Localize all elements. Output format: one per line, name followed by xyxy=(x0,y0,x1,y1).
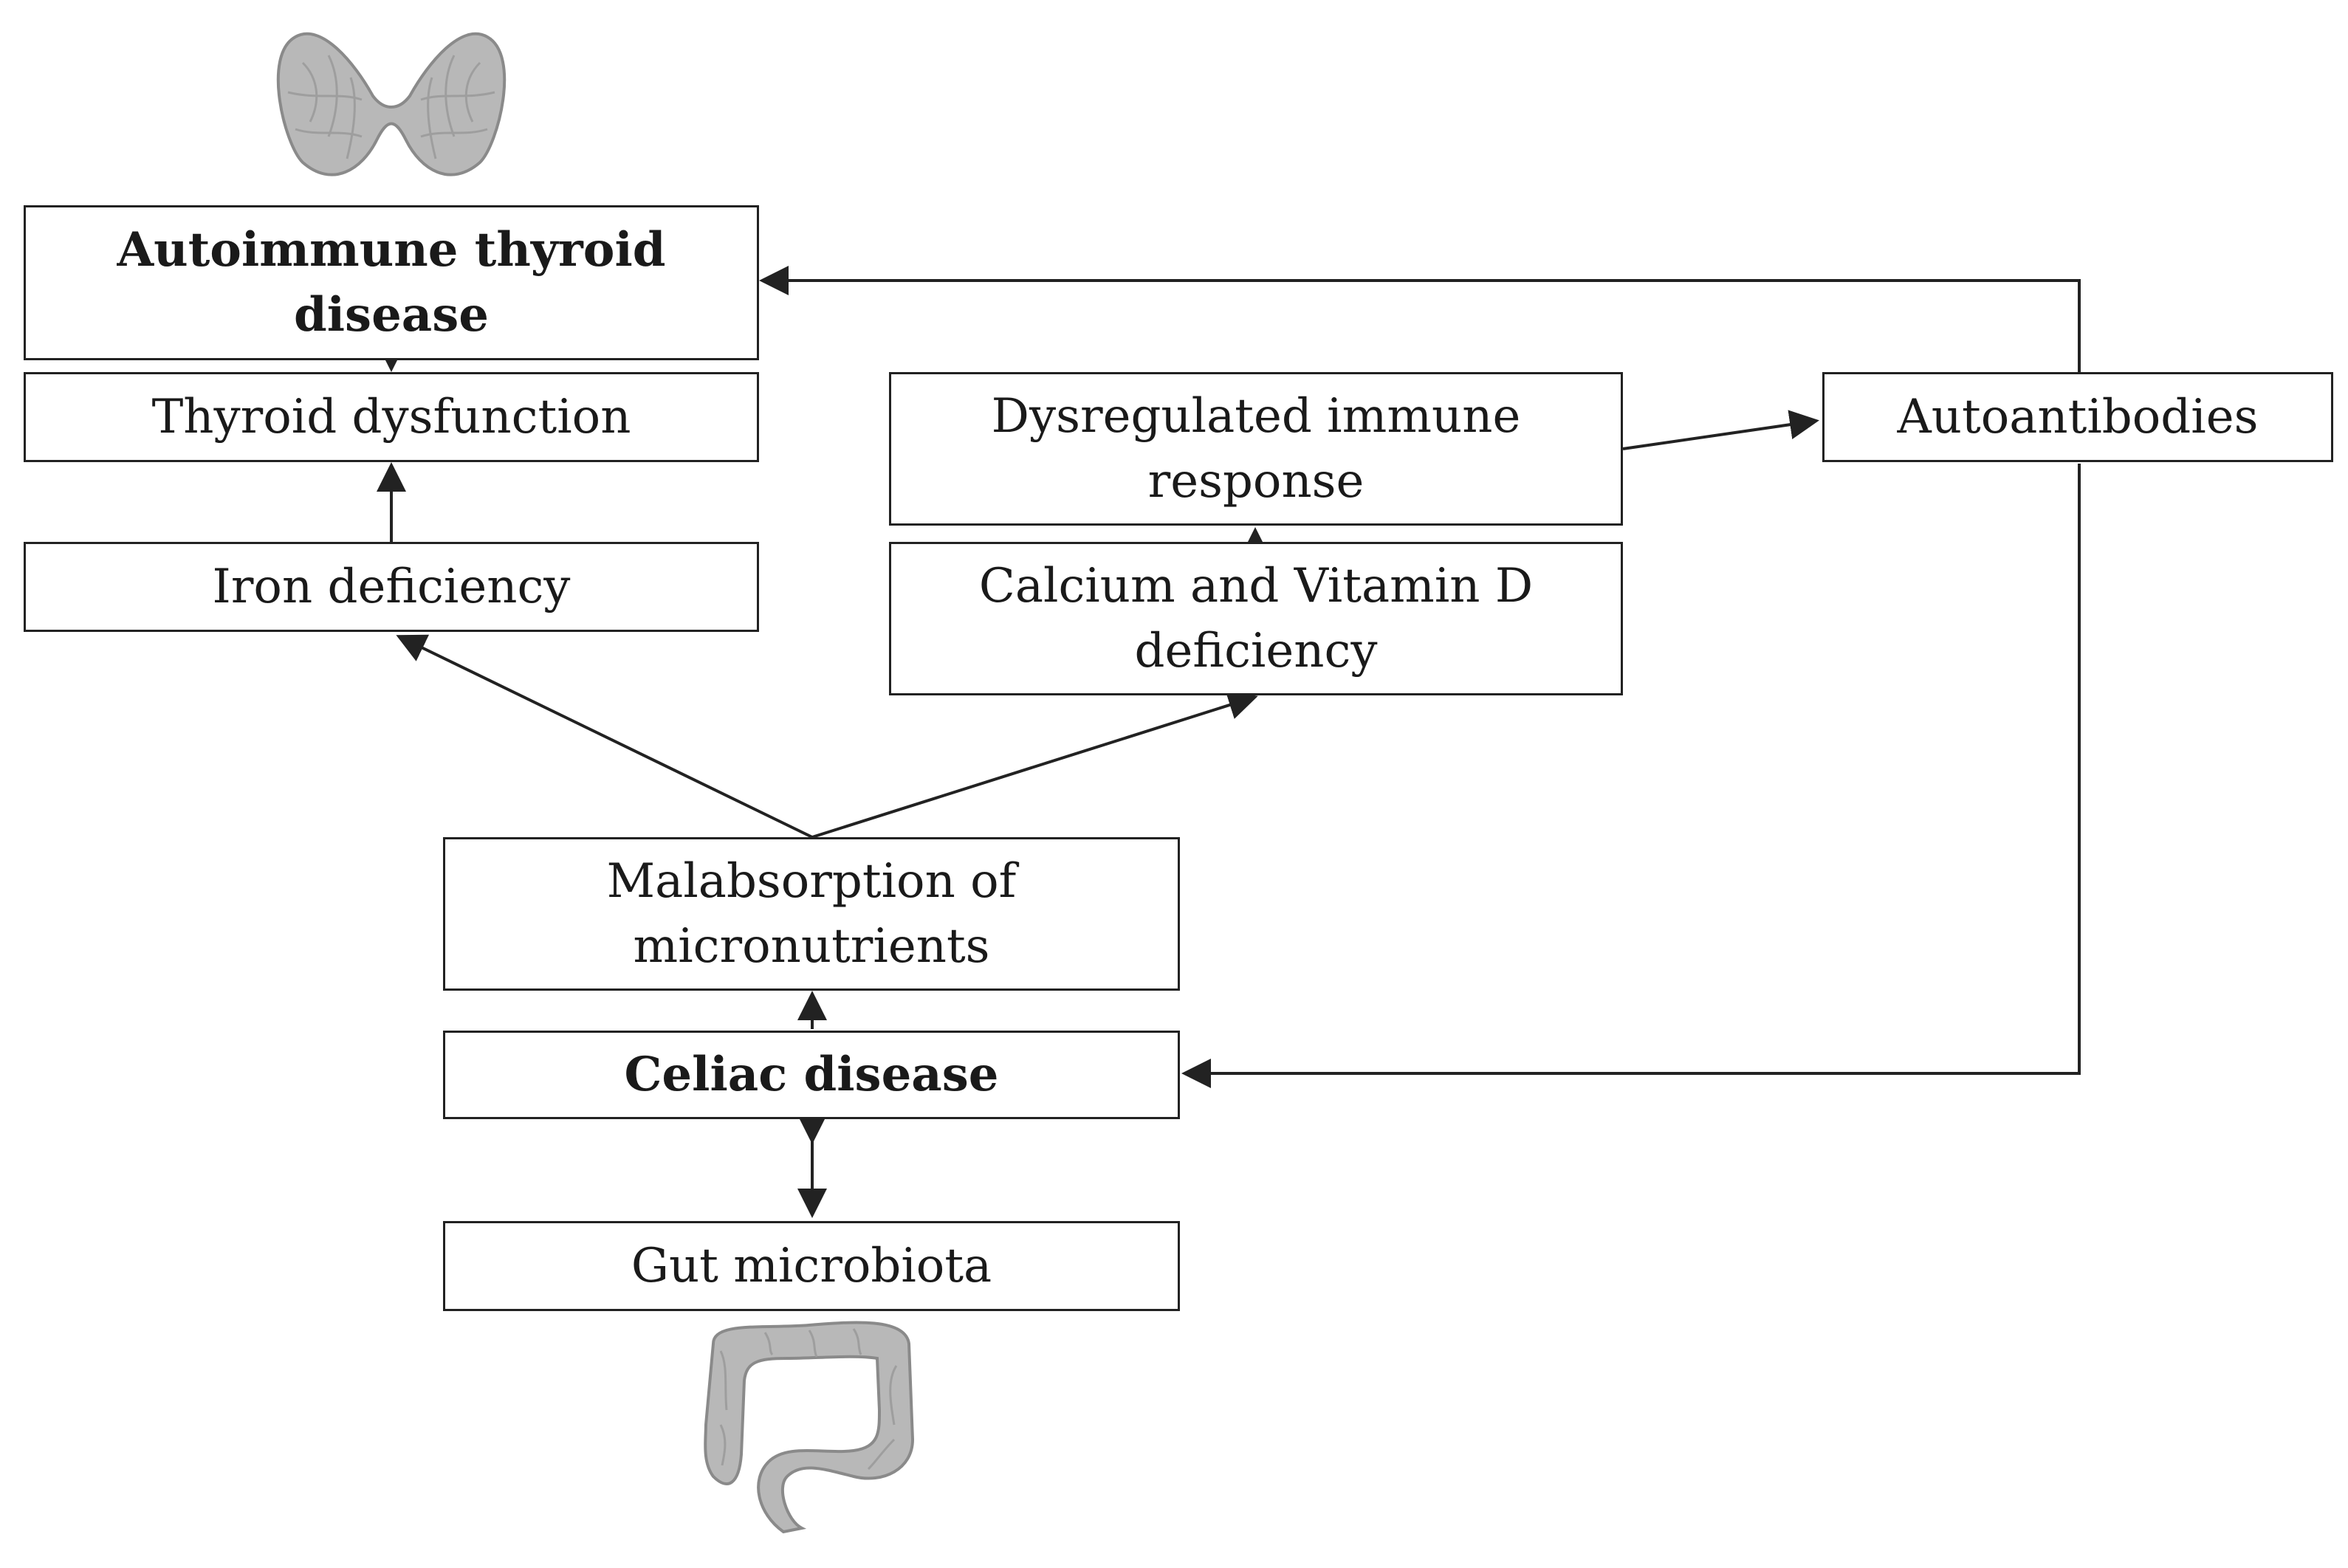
edge-malabsorption-to-calcium xyxy=(811,690,1258,839)
node-autoimmune-thyroid-disease: Autoimmune thyroid disease xyxy=(24,205,759,360)
node-calcium-vitamin-d-deficiency: Calcium and Vitamin D deficiency xyxy=(889,542,1623,695)
node-label: Gut microbiota xyxy=(631,1239,992,1293)
thyroid-gland-icon xyxy=(276,32,507,176)
node-label: Calcium and Vitamin D deficiency xyxy=(978,559,1534,678)
node-dysregulated-immune-response: Dysregulated immune response xyxy=(889,372,1623,526)
node-label: Dysregulated immune response xyxy=(991,389,1521,509)
node-autoantibodies: Autoantibodies xyxy=(1822,372,2333,462)
intestine-icon xyxy=(704,1321,915,1534)
edge-malabsorption-to-iron xyxy=(396,634,813,839)
node-thyroid-dysfunction: Thyroid dysfunction xyxy=(24,372,759,462)
node-label: Celiac disease xyxy=(624,1047,999,1102)
node-label: Autoantibodies xyxy=(1897,390,2259,444)
node-malabsorption-of-micronutrients: Malabsorption of micronutrients xyxy=(443,837,1180,991)
node-label: Thyroid dysfunction xyxy=(151,390,631,444)
node-gut-microbiota: Gut microbiota xyxy=(443,1221,1180,1311)
edge-immune-to-autoantibodies xyxy=(1622,410,1819,450)
node-label: Autoimmune thyroid disease xyxy=(117,222,666,343)
node-label: Iron deficiency xyxy=(212,560,571,614)
node-celiac-disease: Celiac disease xyxy=(443,1031,1180,1119)
edge-autoantibodies-to-celiac xyxy=(1181,464,2081,1088)
node-iron-deficiency: Iron deficiency xyxy=(24,542,759,632)
edge-autoantibodies-to-autoimmune xyxy=(759,266,2081,372)
node-label: Malabsorption of micronutrients xyxy=(606,854,1017,974)
